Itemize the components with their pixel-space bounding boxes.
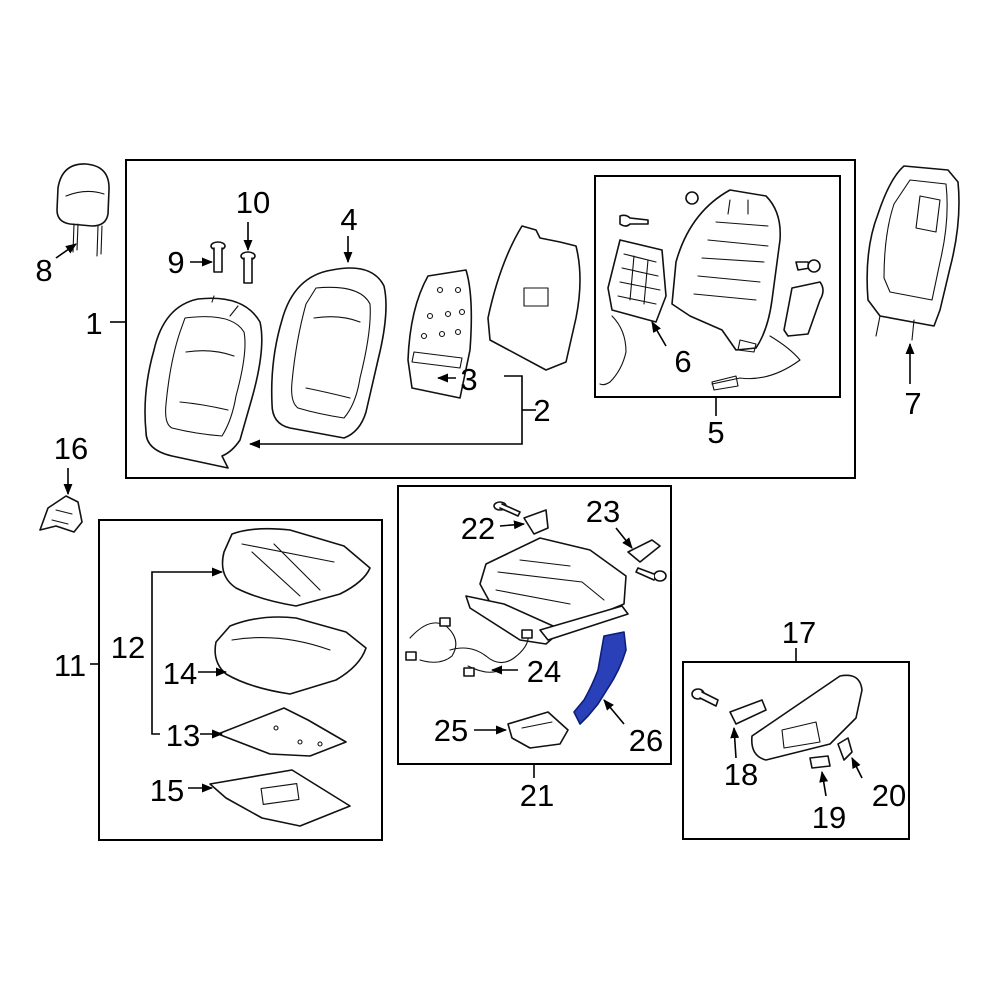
headrest-part — [56, 163, 110, 257]
seat-track-part — [465, 537, 629, 645]
back-panel-part — [407, 269, 473, 399]
callout-18: 18 — [724, 757, 758, 792]
bolt-22-part — [493, 501, 521, 517]
callout-labels: 1 2 3 4 5 6 7 8 9 10 11 12 13 14 15 16 1… — [35, 185, 921, 835]
callout-10: 10 — [236, 185, 270, 220]
seatback-pad-part — [270, 267, 387, 439]
seatback-frame-part — [619, 189, 824, 391]
callout-11: 11 — [54, 648, 86, 683]
callout-4: 4 — [340, 202, 357, 237]
trim-25-part — [507, 711, 569, 749]
cushion-board-part — [209, 769, 351, 827]
callout-26: 26 — [629, 723, 663, 758]
cushion-pad-part — [214, 616, 367, 695]
trim-clip-part — [39, 495, 83, 533]
highlighted-side-shield-part — [573, 631, 627, 725]
callout-9: 9 — [167, 245, 184, 280]
seatback-cover-part — [144, 295, 263, 469]
seatback-assembly-box — [125, 159, 856, 479]
leader-lines — [55, 222, 915, 797]
cushion-cover-part — [221, 527, 371, 607]
callout-23: 23 — [586, 494, 620, 529]
callout-6: 6 — [674, 344, 691, 379]
side-shield-26-highlight — [573, 631, 627, 725]
back-trim-panel-part — [487, 225, 581, 371]
callout-21: 21 — [520, 778, 554, 813]
callout-20: 20 — [872, 778, 906, 813]
bracket-23-part — [627, 539, 661, 563]
callout-17: 17 — [782, 615, 816, 650]
side-panel-17-part — [750, 674, 863, 761]
callout-7: 7 — [904, 386, 921, 421]
back-shell-part — [866, 165, 960, 341]
switch-18-part — [729, 699, 767, 725]
cushion-assembly-box — [98, 519, 383, 841]
callout-3: 3 — [460, 362, 477, 397]
guide-pin-part — [210, 241, 226, 273]
wire-harness-part — [405, 617, 533, 677]
callout-14: 14 — [163, 656, 197, 691]
callout-16: 16 — [54, 431, 88, 466]
callout-15: 15 — [150, 773, 184, 808]
lumbar-module-part — [599, 239, 667, 386]
callout-13: 13 — [166, 718, 200, 753]
callout-25: 25 — [434, 713, 468, 748]
callout-1: 1 — [85, 306, 102, 341]
callout-22: 22 — [461, 511, 495, 546]
cushion-pan-part — [217, 707, 347, 757]
knob-20-part — [837, 737, 853, 761]
bolt-23-part — [635, 567, 667, 582]
callout-24: 24 — [527, 654, 561, 689]
guide-sleeve-part — [240, 251, 256, 284]
bolt-18-part — [691, 688, 719, 707]
callout-19: 19 — [812, 800, 846, 835]
knob-19-part — [809, 755, 831, 769]
callout-8: 8 — [35, 253, 52, 288]
callout-12: 12 — [111, 630, 145, 665]
callout-2: 2 — [533, 393, 550, 428]
callout-5: 5 — [707, 415, 724, 450]
bracket-22-part — [523, 509, 549, 535]
seatback-frame-box — [594, 175, 841, 398]
